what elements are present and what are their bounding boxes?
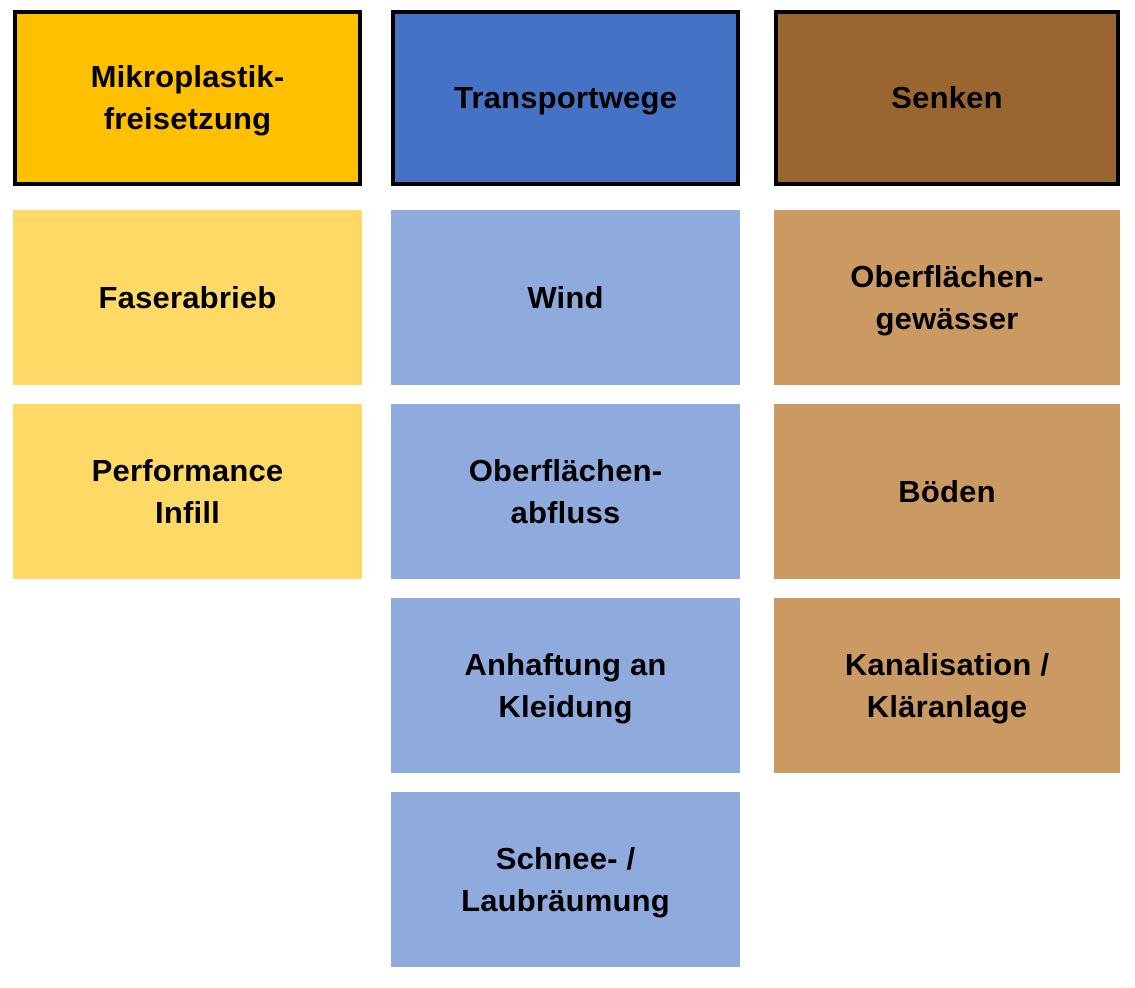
item-box-schnee-laubraeumung: Schnee- / Laubräumung xyxy=(391,792,740,967)
column-mikroplastik-freisetzung: Mikroplastik- freisetzung Faserabrieb Pe… xyxy=(13,10,362,579)
column-transportwege: Transportwege Wind Oberflächen- abfluss … xyxy=(391,10,740,967)
item-box-oberflaechengewaesser: Oberflächen- gewässer xyxy=(774,210,1120,385)
item-label-oberflaechengewaesser: Oberflächen- gewässer xyxy=(850,258,1044,336)
item-box-oberflaechenabfluss: Oberflächen- abfluss xyxy=(391,404,740,579)
item-box-performance-infill: Performance Infill xyxy=(13,404,362,579)
item-label-wind: Wind xyxy=(527,279,604,315)
header-box-mikroplastik-freisetzung: Mikroplastik- freisetzung xyxy=(13,10,362,186)
column-senken: Senken Oberflächen- gewässer Böden Kanal… xyxy=(774,10,1120,773)
item-box-boeden: Böden xyxy=(774,404,1120,579)
item-box-faserabrieb: Faserabrieb xyxy=(13,210,362,385)
header-label-senken: Senken xyxy=(891,80,1003,116)
header-label-transportwege: Transportwege xyxy=(453,80,678,116)
item-box-wind: Wind xyxy=(391,210,740,385)
header-box-senken: Senken xyxy=(774,10,1120,186)
item-label-performance-infill: Performance Infill xyxy=(91,452,284,530)
item-label-faserabrieb: Faserabrieb xyxy=(98,279,277,315)
item-label-oberflaechenabfluss: Oberflächen- abfluss xyxy=(468,452,663,530)
header-box-transportwege: Transportwege xyxy=(391,10,740,186)
item-label-anhaftung-an-kleidung: Anhaftung an Kleidung xyxy=(464,646,667,724)
header-label-mikroplastik-freisetzung: Mikroplastik- freisetzung xyxy=(90,59,285,136)
item-label-kanalisation-klaeranlage: Kanalisation / Kläranlage xyxy=(844,646,1050,724)
item-label-boeden: Böden xyxy=(898,473,996,509)
item-box-anhaftung-an-kleidung: Anhaftung an Kleidung xyxy=(391,598,740,773)
item-label-schnee-laubraeumung: Schnee- / Laubräumung xyxy=(461,840,670,918)
item-box-kanalisation-klaeranlage: Kanalisation / Kläranlage xyxy=(774,598,1120,773)
